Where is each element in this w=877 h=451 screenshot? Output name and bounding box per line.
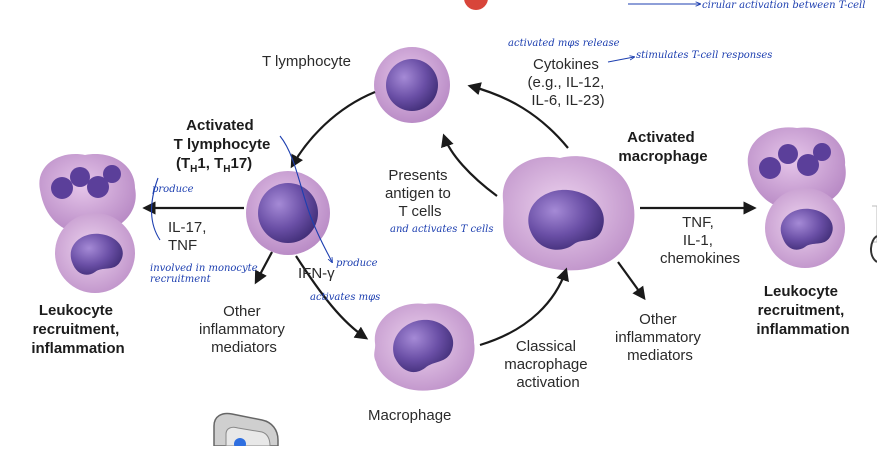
annotation-stimulates: stimulates T-cell responses — [636, 50, 772, 61]
t-helper-subsets-label: (TH1, TH17) — [176, 155, 252, 175]
activated-macrophage-cell — [502, 156, 635, 271]
right-neutrophil-cell — [747, 127, 846, 210]
arrow-classical-activation — [479, 267, 569, 347]
macrophage-label: Macrophage — [368, 407, 451, 424]
edge-glyph — [870, 235, 877, 263]
arrow-macrophage-to-cytokines — [467, 82, 569, 149]
edge-divider — [872, 205, 877, 243]
t-lymphocyte-cell — [374, 47, 450, 123]
other-mediators-left-label: Other inflammatory mediators — [199, 303, 289, 356]
t-lymphocyte-label: T lymphocyte — [262, 53, 351, 70]
il17-tnf-label: IL-17, TNF — [168, 219, 211, 254]
annotation-produce-2: produce — [336, 258, 378, 269]
annotation-involved-monocyte: involved in monocyte recruitment — [150, 263, 261, 285]
left-neutrophil-cell — [39, 154, 136, 234]
activated-t-lymphocyte-cell — [246, 171, 330, 255]
right-monocyte-cell — [765, 188, 845, 268]
arrow-other-right — [617, 261, 646, 301]
annotation-stimulates-arrow — [607, 57, 634, 63]
leukocyte-recruitment-right-label: Leukocyte recruitment, inflammation — [756, 283, 849, 338]
presents-antigen-label: Presents antigen to T cells — [385, 167, 455, 220]
arrow-other-left — [254, 251, 273, 285]
classical-activation-label: Classical macrophage activation — [504, 338, 592, 391]
ifn-gamma-label: IFN-γ — [298, 265, 335, 282]
annotation-and-activates: and activates T cells — [390, 224, 494, 235]
activated-macrophage-label: Activated macrophage — [618, 129, 707, 165]
arrow-tcell-to-activated — [290, 90, 376, 169]
annotation-bracket-arrow — [330, 258, 332, 262]
annotation-left-brace — [151, 177, 161, 241]
arrow-presents-antigen — [441, 133, 498, 197]
arrow-ifn-gamma — [295, 255, 369, 340]
annotation-bracket-line — [279, 135, 331, 259]
tnf-il1-chemokines-label: TNF, IL-1, chemokines — [660, 214, 740, 267]
cytokines-label: Cytokines (e.g., IL-12, IL-6, IL-23) — [528, 56, 609, 109]
annotation-activates-mphi: activates mφs — [310, 292, 380, 303]
red-marker-shape — [464, 0, 488, 10]
annotation-activated-release: activated mφs release — [508, 38, 620, 49]
left-monocyte-cell — [55, 213, 135, 293]
macrophage-cell — [374, 303, 475, 391]
speaker-icon[interactable] — [213, 412, 279, 450]
activated-t-lymphocyte-label: Activated T lymphocyte — [174, 117, 271, 153]
leukocyte-recruitment-left-label: Leukocyte recruitment, inflammation — [31, 302, 124, 357]
annotation-produce-1: produce — [152, 184, 194, 195]
annotation-circular-activation: cirular activation between T-cell — [702, 0, 865, 11]
other-mediators-right-label: Other inflammatory mediators — [615, 311, 705, 364]
